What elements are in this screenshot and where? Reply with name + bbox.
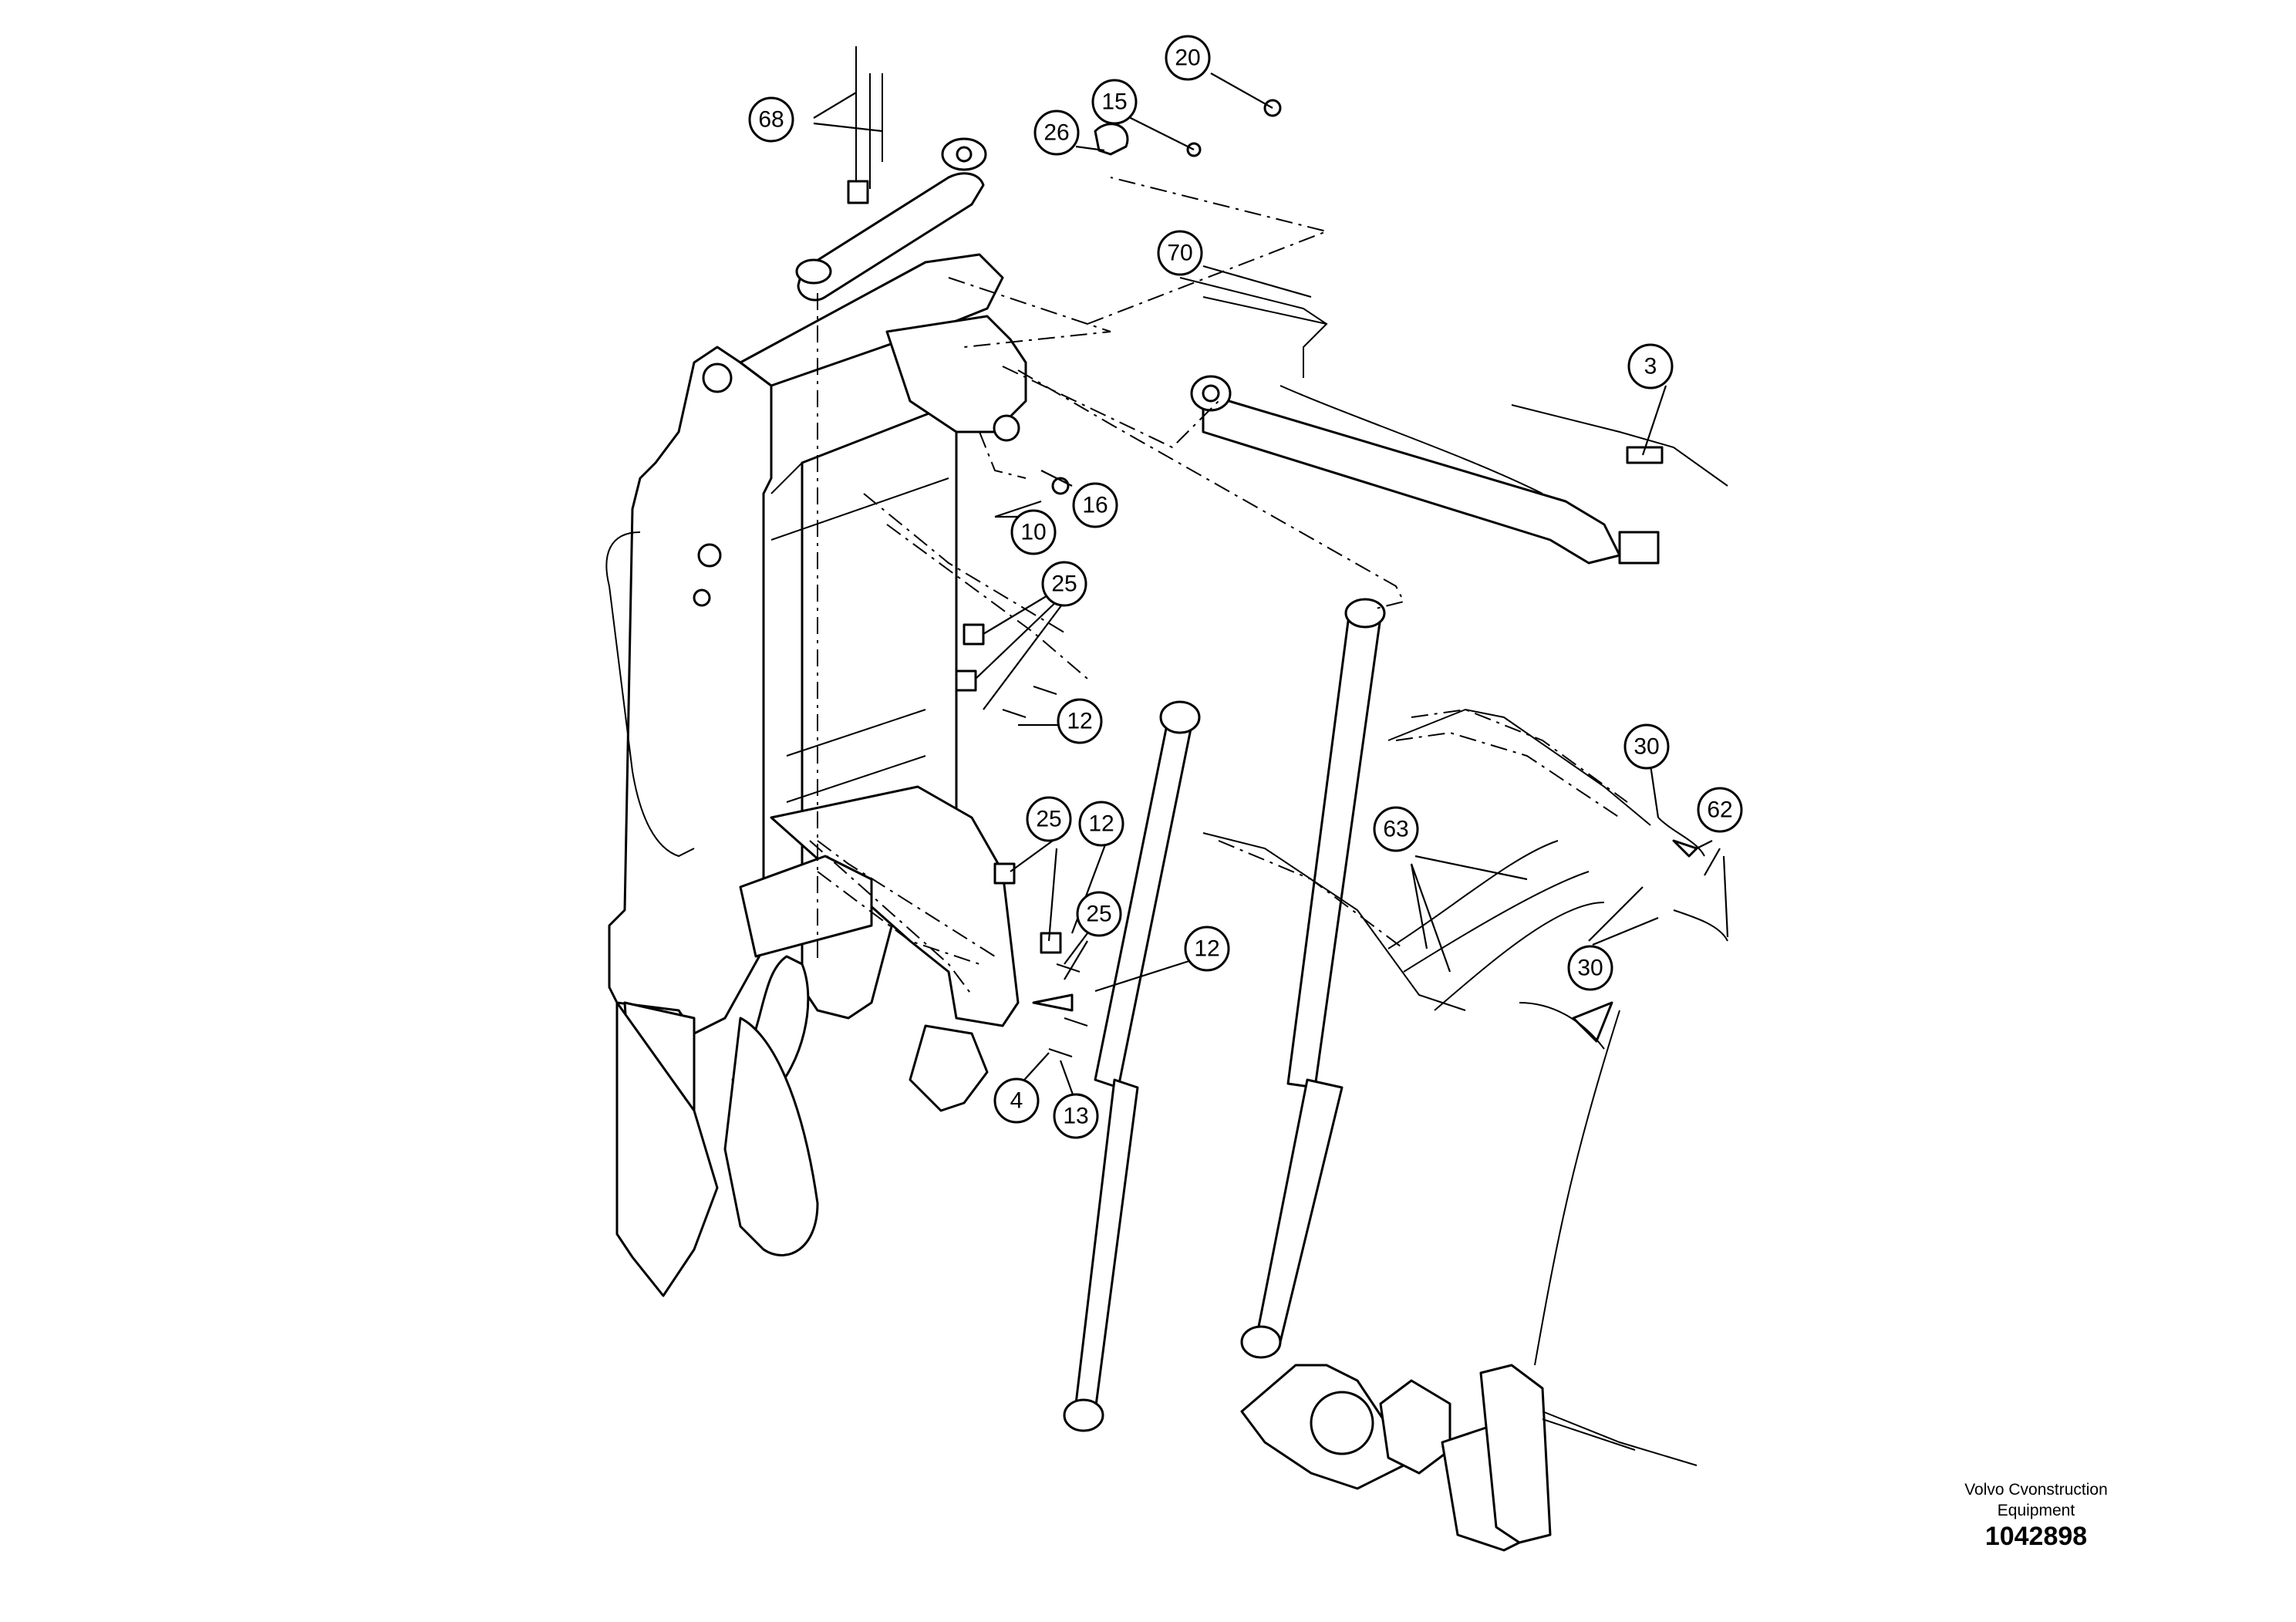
callout-12-middle[interactable]: 12 [1078,801,1124,847]
callout-10[interactable]: 10 [1010,509,1057,555]
callout-30-lower-label: 30 [1577,956,1603,981]
callout-25-upper[interactable]: 25 [1041,561,1087,607]
steering-cylinder-68 [795,46,987,302]
callout-25-lower[interactable]: 25 [1076,891,1122,937]
callout-20-label: 20 [1175,46,1200,71]
callout-30-upper[interactable]: 30 [1623,723,1670,770]
callout-68[interactable]: 68 [748,96,794,143]
callout-70[interactable]: 70 [1157,230,1203,276]
callout-4[interactable]: 4 [993,1077,1040,1124]
callout-20[interactable]: 20 [1165,35,1211,81]
callout-26-label: 26 [1043,120,1069,146]
callout-4-label: 4 [1010,1088,1023,1114]
callout-70-label: 70 [1167,241,1192,266]
callout-3-label: 3 [1644,354,1657,379]
callout-3[interactable]: 3 [1627,343,1674,389]
upper-bracket [885,315,1027,442]
main-frame-assembly [605,253,1020,1297]
callout-63[interactable]: 63 [1373,806,1419,852]
callout-13-label: 13 [1063,1104,1088,1129]
callout-25-middle-label: 25 [1036,807,1061,832]
publisher-line-2: Equipment [1997,1502,2075,1519]
hoses-assembly [1202,708,1728,1011]
callout-62[interactable]: 62 [1697,787,1743,833]
callout-12-upper-label: 12 [1067,709,1092,734]
callout-25-upper-label: 25 [1051,572,1077,597]
callout-63-label: 63 [1383,817,1408,842]
callout-15-label: 15 [1101,89,1127,115]
small-hardware [955,99,1282,1057]
callout-12-lower-label: 12 [1194,936,1219,962]
callout-26[interactable]: 26 [1033,110,1080,156]
operator-station-inset [1240,1001,1698,1552]
publisher-line-1: Volvo Cvonstruction [1964,1481,2108,1499]
callout-12-middle-label: 12 [1088,811,1114,837]
callout-13[interactable]: 13 [1053,1093,1099,1139]
callout-15[interactable]: 15 [1091,79,1138,125]
callout-16[interactable]: 16 [1072,482,1118,528]
callout-25-middle[interactable]: 25 [1026,796,1072,842]
drawing-number: 1042898 [1984,1522,2088,1551]
callout-25-lower-label: 25 [1086,902,1111,927]
callout-12-lower[interactable]: 12 [1184,926,1230,972]
callout-10-label: 10 [1020,520,1046,545]
callout-30-upper-label: 30 [1633,734,1659,760]
publisher-label: Volvo Cvonstruction Equipment [1936,1479,2136,1521]
callout-30-lower[interactable]: 30 [1567,945,1613,991]
callout-68-label: 68 [758,107,784,133]
callout-62-label: 62 [1707,798,1732,823]
callout-16-label: 16 [1082,493,1108,518]
cylinder-rods [1063,598,1386,1432]
lift-cylinder-70 [1179,277,1728,565]
callout-12-upper[interactable]: 12 [1057,698,1103,744]
